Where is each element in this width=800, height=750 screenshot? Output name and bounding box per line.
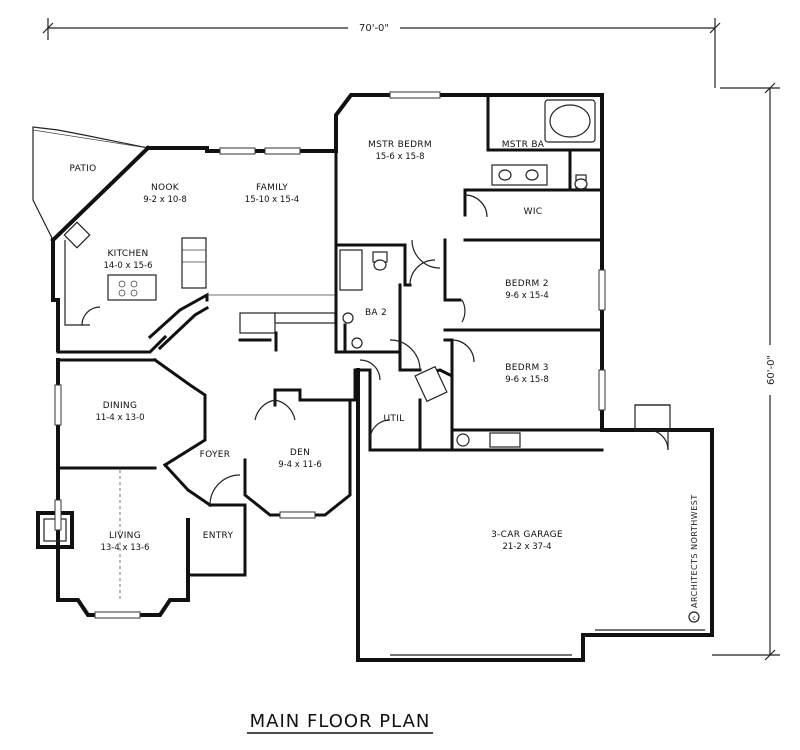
nook-label: NOOK [151,183,180,193]
doors [81,194,669,506]
family-dim: 15-10 x 15-4 [245,195,299,205]
ba2-label: BA 2 [365,308,387,318]
kitchen-label: KITCHEN [107,249,148,259]
depth-dimension-label: 60'-0" [766,355,777,385]
credit-text: ARCHITECTS NORTHWEST [690,494,699,608]
room-labels: NOOK 9-2 x 10-8 FAMILY 15-10 x 15-4 KITC… [95,140,562,553]
patio-label: PATIO [69,164,96,174]
svg-text:c: c [692,615,695,622]
nook-dim: 9-2 x 10-8 [143,195,187,205]
depth-dimension: 60'-0" [712,82,780,661]
interior-walls [56,93,705,656]
family-label: FAMILY [256,183,288,193]
kitchen-dim: 14-0 x 15-6 [103,261,152,271]
width-dimension: 70'-0" [42,18,721,88]
dining-dim: 11-4 x 13-0 [95,413,144,423]
dining-label: DINING [103,401,137,411]
exterior-walls [36,93,714,662]
garage-label: 3-CAR GARAGE [491,530,563,540]
foyer-label: FOYER [200,450,231,460]
mstr-ba-label: MSTR BA [502,140,545,150]
bedrm3-dim: 9-6 x 15-8 [505,375,549,385]
living-label: LIVING [109,531,141,541]
wic-label: WIC [524,207,543,217]
util-label: UTIL [384,414,405,424]
bedrm2-label: BEDRM 2 [505,279,549,289]
bedrm2-dim: 9-6 x 15-4 [505,291,549,301]
patio: PATIO [32,126,149,241]
mstr-bedrm-dim: 15-6 x 15-8 [375,152,424,162]
width-dimension-label: 70'-0" [359,23,389,34]
entry-label: ENTRY [203,531,234,541]
living-dim: 13-4 x 13-6 [100,543,149,553]
bedrm3-label: BEDRM 3 [505,363,549,373]
mstr-bedrm-label: MSTR BEDRM [368,140,432,150]
den-label: DEN [290,448,310,458]
credit-mark: c ARCHITECTS NORTHWEST [688,494,700,623]
windows [54,91,606,619]
garage-dim: 21-2 x 37-4 [502,542,551,552]
plan-title: MAIN FLOOR PLAN [250,711,431,732]
den-dim: 9-4 x 11-6 [278,460,322,470]
